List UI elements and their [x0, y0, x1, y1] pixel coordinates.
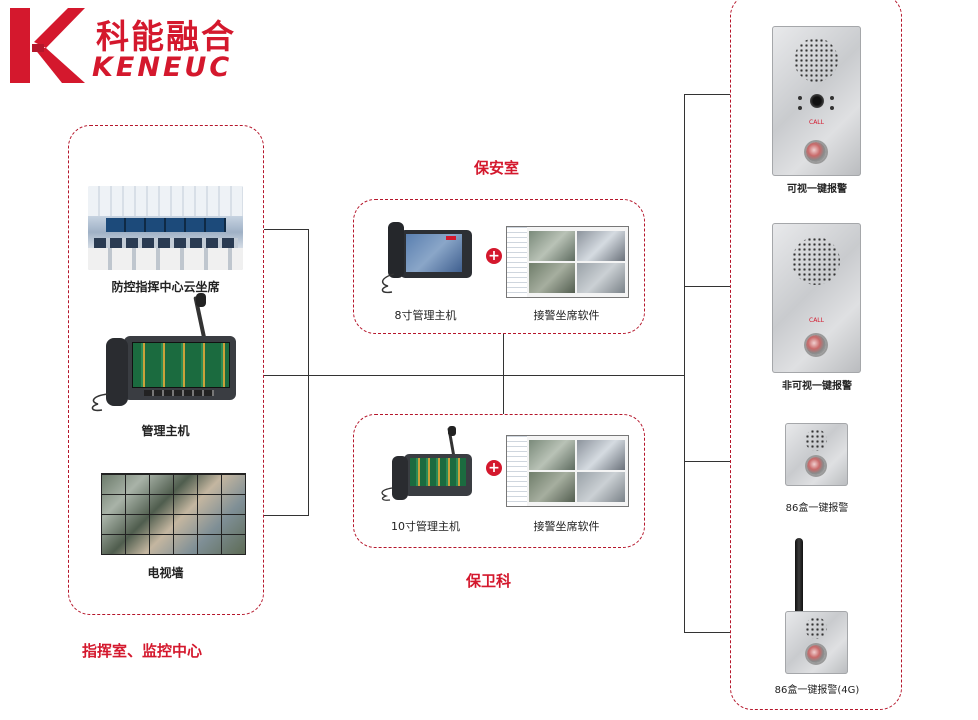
- center-top-label-software: 接警坐席软件: [533, 309, 600, 322]
- main-bus-line: [264, 375, 684, 376]
- left-group-title: 指挥室、监控中心: [82, 642, 203, 660]
- center-bottom-title: 保卫科: [466, 572, 512, 590]
- brand-name-en: KENEUC: [92, 52, 233, 83]
- 8inch-host-image: [378, 220, 473, 300]
- center-top-box: [353, 199, 645, 334]
- antenna-icon: [795, 538, 803, 616]
- 86box-4g-alarm-panel: [785, 611, 848, 674]
- right-label-86box-4g-alarm: 86盒一键报警(4G): [774, 685, 860, 696]
- right-label-nonvisual-alarm: 非可视一键报警: [782, 381, 852, 392]
- right-label-86box-alarm: 86盒一键报警: [785, 503, 849, 514]
- speaker-grille-icon: [805, 429, 827, 451]
- plus-icon: +: [486, 248, 502, 264]
- connector: [684, 461, 730, 462]
- panel-call-text: CALL: [809, 317, 824, 324]
- nonvisual-alarm-panel: CALL: [772, 223, 861, 373]
- visual-alarm-panel: CALL: [772, 26, 861, 176]
- connector: [308, 229, 309, 516]
- video-wall-image: [101, 473, 246, 555]
- center-bottom-label-software: 接警坐席软件: [533, 520, 600, 533]
- brand-logo: 科能融合 KENEUC: [10, 8, 250, 86]
- left-item-label-video-wall: 电视墙: [147, 566, 184, 580]
- call-button-icon: [807, 457, 825, 475]
- brand-name-cn: 科能融合: [96, 17, 236, 56]
- alarm-software-screenshot: [506, 226, 629, 298]
- connector: [503, 334, 504, 414]
- left-item-label-management-host: 管理主机: [141, 424, 190, 438]
- connector: [264, 229, 308, 230]
- right-group-box: [730, 0, 902, 710]
- connector: [264, 515, 308, 516]
- left-item-label-cloud-seat: 防控指挥中心云坐席: [111, 280, 220, 294]
- panel-call-text: CALL: [809, 119, 824, 126]
- center-bottom-label-10inch-host: 10寸管理主机: [391, 520, 460, 533]
- call-button-icon: [806, 142, 826, 162]
- connector: [684, 632, 730, 633]
- right-label-visual-alarm: 可视一键报警: [787, 184, 847, 195]
- connector: [684, 94, 730, 95]
- center-bottom-box: [353, 414, 645, 548]
- keneuc-k-logo-icon: [10, 8, 85, 83]
- control-center-image: [88, 186, 243, 270]
- camera-lens-icon: [810, 94, 824, 108]
- management-host-image: [88, 293, 238, 414]
- call-button-icon: [806, 335, 826, 355]
- connector: [684, 94, 685, 632]
- plus-icon: +: [486, 460, 502, 476]
- center-top-label-8inch-host: 8寸管理主机: [394, 309, 457, 322]
- alarm-software-screenshot: [506, 435, 629, 507]
- left-group-box: [68, 125, 264, 615]
- speaker-grille-icon: [794, 38, 838, 82]
- call-button-icon: [807, 645, 825, 663]
- speaker-grille-icon: [792, 237, 840, 285]
- 10inch-host-image: [378, 426, 473, 503]
- speaker-grille-icon: [805, 617, 827, 639]
- center-top-title: 保安室: [474, 159, 520, 177]
- 86box-alarm-panel: [785, 423, 848, 486]
- connector: [684, 286, 730, 287]
